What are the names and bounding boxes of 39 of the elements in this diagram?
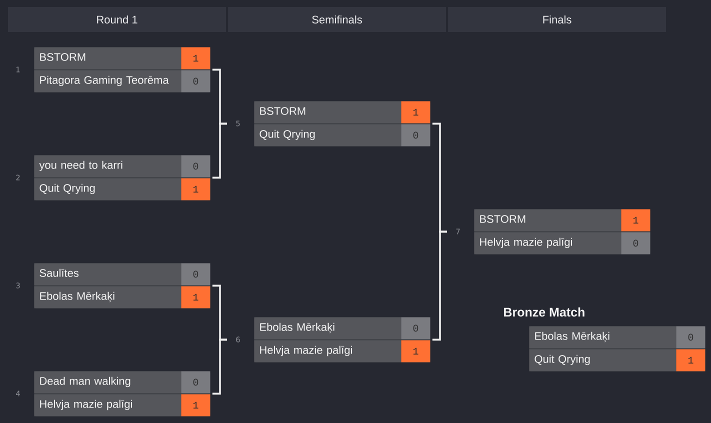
team-row: Quit Qrying (34, 178, 182, 200)
score-cell: 1 (401, 340, 430, 362)
team-row: BSTORM (254, 101, 402, 124)
score-cell: 1 (181, 178, 210, 200)
score-cell: 0 (181, 371, 210, 394)
bracket-line (212, 122, 227, 179)
score-cell: 0 (181, 70, 210, 92)
team-row: Quit Qrying (254, 124, 402, 146)
team-row: you need to karri (34, 155, 182, 178)
team-row: Helvja mazie palīgi (254, 340, 402, 362)
team-row: Saulītes (34, 263, 182, 286)
score-cell: 0 (401, 124, 430, 146)
score-cell: 0 (621, 232, 650, 254)
match-heading: Bronze Match (504, 307, 584, 317)
score-cell: 1 (676, 349, 706, 372)
team-row: Helvja mazie palīgi (34, 394, 182, 416)
team-row: BSTORM (474, 209, 622, 232)
bracket-line (212, 338, 227, 395)
score-cell: 0 (181, 155, 210, 178)
team-row: Helvja mazie palīgi (474, 232, 622, 254)
team-row: Ebolas Mērkaķi (529, 326, 676, 348)
score-cell: 1 (181, 286, 210, 308)
team-row: Pitagora Gaming Teorēma (34, 70, 182, 92)
score-cell: 1 (401, 101, 430, 124)
score-cell: 1 (181, 47, 210, 70)
bracket-line (432, 230, 447, 341)
team-row: Ebolas Mērkaķi (254, 317, 402, 340)
score-cell: 0 (401, 317, 430, 340)
team-row: BSTORM (34, 47, 182, 70)
column-header: Round 1 (8, 7, 226, 32)
column-header: Semifinals (228, 7, 446, 32)
team-row: Dead man walking (34, 371, 182, 394)
score-cell: 1 (621, 209, 650, 232)
column-header: Finals (448, 7, 666, 32)
team-row: Ebolas Mērkaķi (34, 286, 182, 308)
team-row: Quit Qrying (529, 349, 676, 372)
score-cell: 0 (181, 263, 210, 286)
score-cell: 1 (181, 394, 210, 416)
score-cell: 0 (676, 326, 706, 348)
